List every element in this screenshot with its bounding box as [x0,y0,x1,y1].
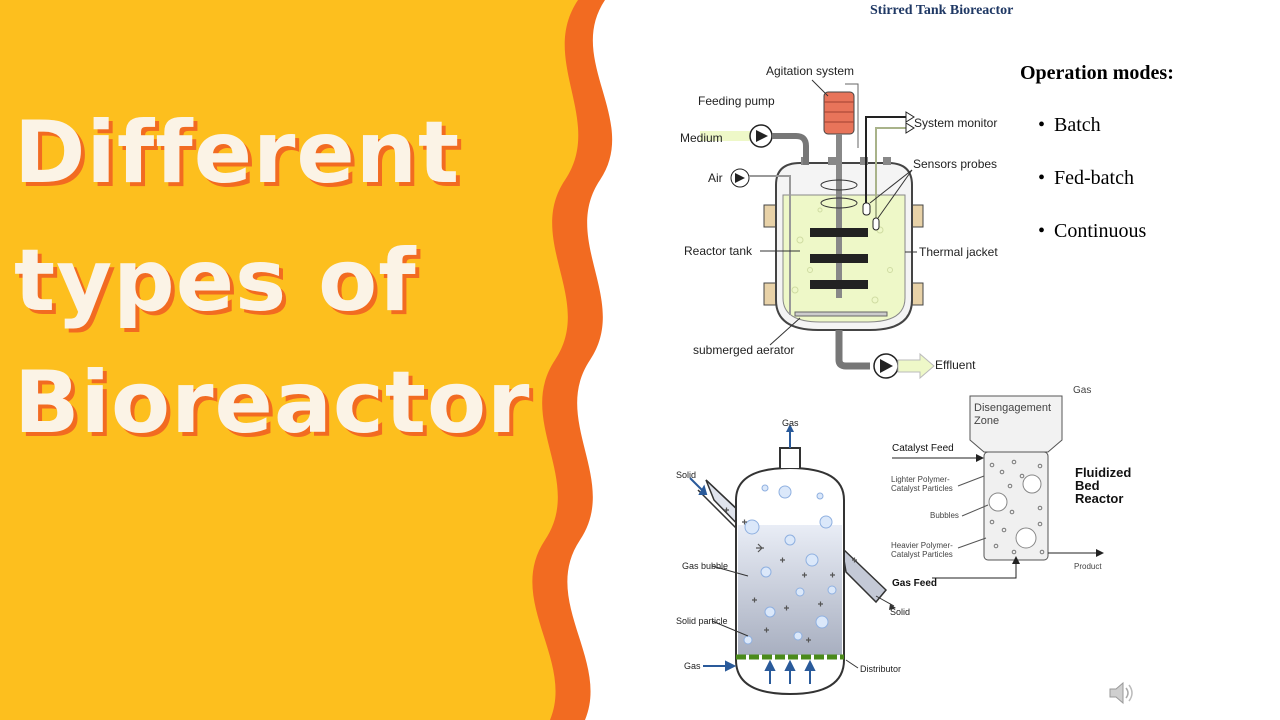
label-solid-inlet: Solid [676,470,697,480]
fluidized-bed-title: Fluidized Bed Reactor [1075,466,1131,505]
label-zone: Zone [974,415,1000,427]
label-air: Air [708,171,723,185]
label-catalyst-feed: Catalyst Feed [892,443,954,454]
title-line-3: Bioreactor [14,353,531,453]
speaker-icon[interactable] [1108,680,1136,706]
label-product: Product [1074,562,1102,571]
label-heavier-2: Catalyst Particles [891,550,953,559]
label-submerged-aerator: submerged aerator [693,343,795,357]
label-gas-bubble: Gas bubble [682,561,729,571]
operation-modes-heading: Operation modes: [1020,62,1174,84]
fb-title-line-1: Fluidized [1075,465,1132,480]
title-line-1: Different [14,103,461,203]
title-line-2: types of [14,231,417,331]
label-reactor-tank: Reactor tank [684,244,753,258]
label-fb-gas: Gas [1073,385,1092,396]
label-gas-outlet: Gas [782,418,799,428]
label-distributor: Distributor [860,664,902,674]
label-thermal-jacket: Thermal jacket [919,245,998,259]
label-gas-feed: Gas Feed [892,578,938,589]
label-gas-inlet: Gas [684,661,701,671]
label-system-monitor: System monitor [914,116,998,130]
label-bubbles: Bubbles [930,511,959,520]
label-feeding-pump: Feeding pump [698,94,775,108]
label-lighter-2: Catalyst Particles [891,484,953,493]
mode-item: •Batch [1038,114,1101,136]
label-lighter-1: Lighter Polymer- [891,475,950,484]
label-solid-outlet: Solid [890,607,911,617]
label-effluent: Effluent [935,358,976,372]
slide-title: Stirred Tank Bioreactor [870,3,1014,18]
yellow-panel [0,0,579,720]
label-heavier-1: Heavier Polymer- [891,541,953,550]
label-medium: Medium [680,131,723,145]
mode-item: •Fed-batch [1038,167,1134,189]
label-disengagement: Disengagement [974,402,1052,414]
label-solid-particle: Solid particle [676,616,728,626]
label-agitation-system: Agitation system [766,64,855,78]
fb-title-line-3: Reactor [1075,491,1124,506]
mode-item: •Continuous [1038,220,1147,242]
fb-title-line-2: Bed [1075,478,1100,493]
label-sensors-probes: Sensors probes [913,157,998,171]
